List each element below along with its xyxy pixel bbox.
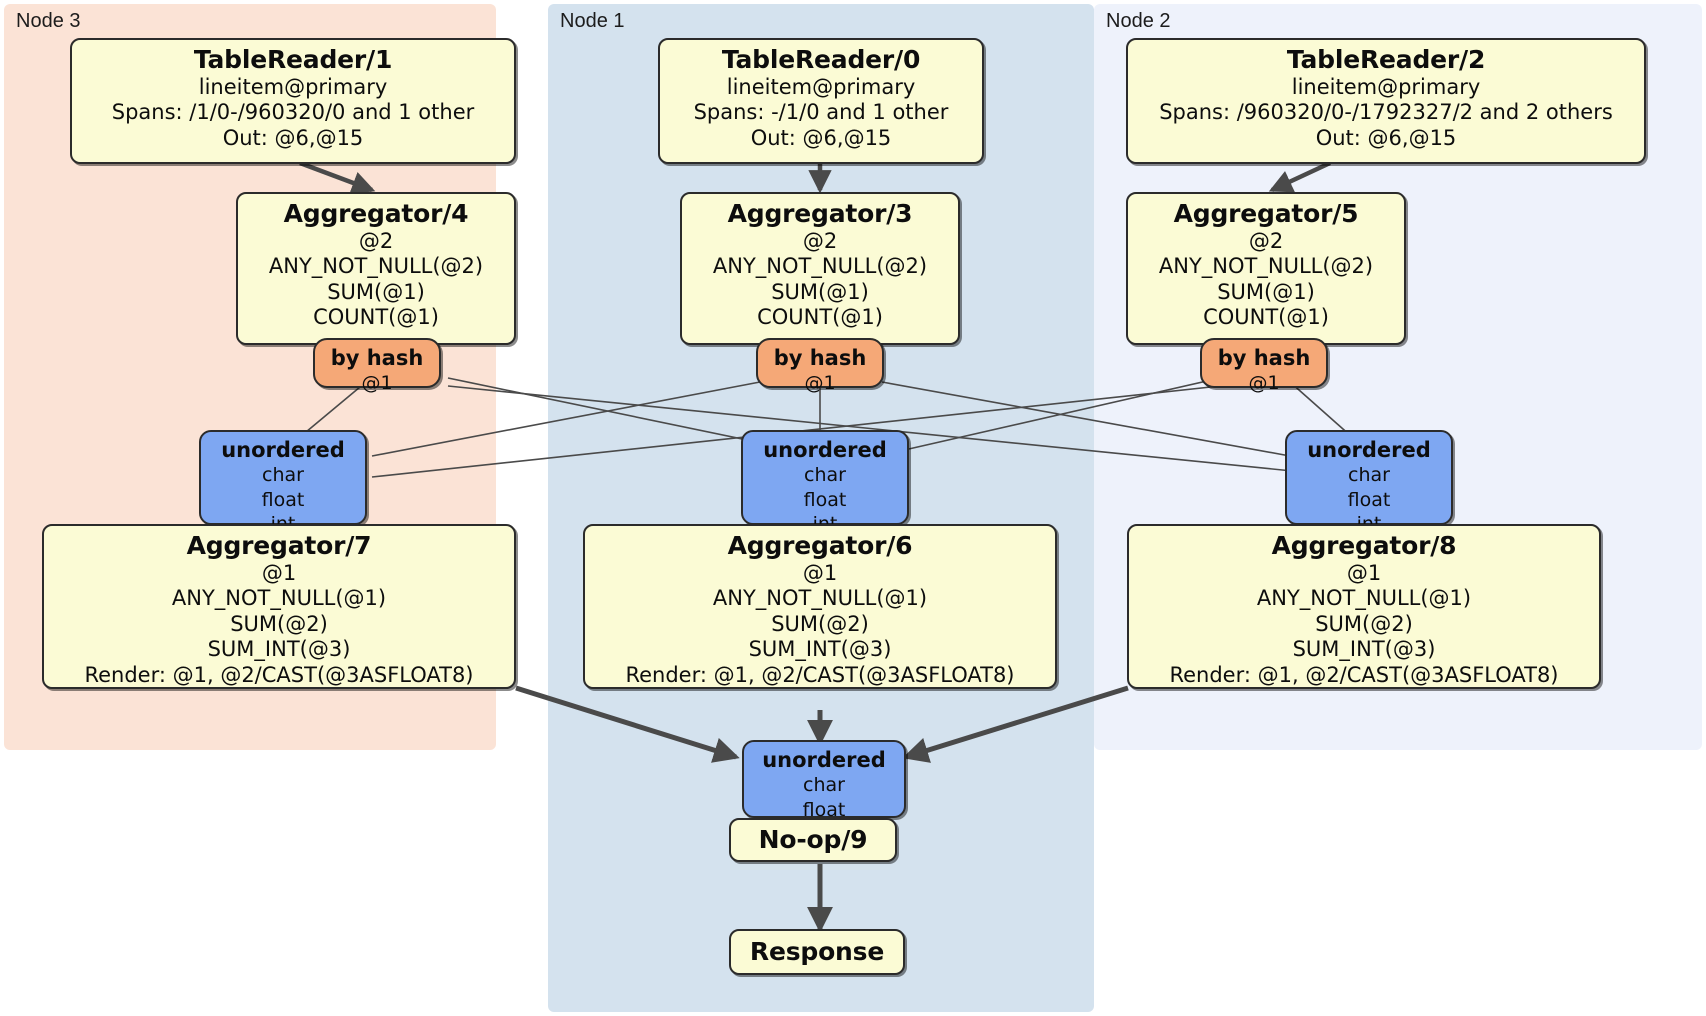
processor-line: ANY_NOT_NULL(@1)	[712, 586, 928, 611]
processor-aggregator-3[interactable]: Aggregator/3 @2 ANY_NOT_NULL(@2) SUM(@1)…	[680, 192, 960, 345]
router-line: float	[1347, 488, 1391, 511]
processor-line: Out: @6,@15	[222, 125, 364, 150]
processor-line: lineitem@primary	[198, 74, 388, 99]
processor-title: Aggregator/7	[186, 531, 372, 560]
router-title: by hash	[1217, 346, 1311, 370]
processor-aggregator-8[interactable]: Aggregator/8 @1 ANY_NOT_NULL(@1) SUM(@2)…	[1127, 524, 1601, 689]
router-line: float	[802, 798, 846, 821]
router-title: unordered	[1307, 438, 1431, 462]
router-line: @1	[1248, 372, 1280, 395]
processor-line: lineitem@primary	[1291, 74, 1481, 99]
processor-line: Spans: -/1/0 and 1 other	[693, 100, 949, 125]
router-title: unordered	[221, 438, 345, 462]
processor-line: Render: @1, @2/CAST(@3ASFLOAT8)	[84, 662, 474, 687]
processor-aggregator-4[interactable]: Aggregator/4 @2 ANY_NOT_NULL(@2) SUM(@1)…	[236, 192, 516, 345]
processor-line: SUM_INT(@3)	[748, 637, 892, 662]
processor-aggregator-6[interactable]: Aggregator/6 @1 ANY_NOT_NULL(@1) SUM(@2)…	[583, 524, 1057, 689]
processor-line: lineitem@primary	[726, 74, 916, 99]
router-line: @1	[361, 372, 393, 395]
router-line: @1	[804, 372, 836, 395]
processor-title: Aggregator/3	[727, 199, 913, 228]
processor-line: @2	[1248, 228, 1284, 253]
router-unordered-aggregator-7[interactable]: unordered char float int	[199, 430, 367, 535]
processor-tablereader-2[interactable]: TableReader/2 lineitem@primary Spans: /9…	[1126, 38, 1646, 164]
processor-line: @1	[261, 560, 297, 585]
processor-title: Aggregator/8	[1271, 531, 1457, 560]
processor-line: Out: @6,@15	[1315, 125, 1457, 150]
router-line: char	[262, 464, 304, 487]
processor-noop-9[interactable]: No-op/9	[729, 818, 897, 862]
processor-line: SUM_INT(@3)	[207, 637, 351, 662]
router-unordered-aggregator-6[interactable]: unordered char float int	[741, 430, 909, 535]
router-title: unordered	[762, 748, 886, 772]
processor-line: @2	[358, 228, 394, 253]
processor-line: ANY_NOT_NULL(@2)	[268, 254, 484, 279]
processor-line: @1	[1346, 560, 1382, 585]
panel-node-3-label: Node 3	[16, 10, 81, 32]
processor-line: @2	[802, 228, 838, 253]
processor-line: COUNT(@1)	[313, 305, 439, 330]
processor-line: SUM_INT(@3)	[1292, 637, 1436, 662]
router-line: char	[804, 464, 846, 487]
processor-line: SUM(@1)	[771, 279, 869, 304]
processor-line: COUNT(@1)	[757, 305, 883, 330]
processor-aggregator-5[interactable]: Aggregator/5 @2 ANY_NOT_NULL(@2) SUM(@1)…	[1126, 192, 1406, 345]
processor-title: Aggregator/4	[283, 199, 469, 228]
processor-title: TableReader/0	[721, 45, 921, 74]
processor-line: Spans: /1/0-/960320/0 and 1 other	[111, 100, 475, 125]
processor-tablereader-0[interactable]: TableReader/0 lineitem@primary Spans: -/…	[658, 38, 984, 164]
processor-line: Render: @1, @2/CAST(@3ASFLOAT8)	[1169, 662, 1559, 687]
processor-line: ANY_NOT_NULL(@2)	[1158, 254, 1374, 279]
processor-title: TableReader/1	[193, 45, 393, 74]
router-unordered-final[interactable]: unordered char float	[742, 740, 906, 821]
router-line: float	[803, 488, 847, 511]
processor-aggregator-7[interactable]: Aggregator/7 @1 ANY_NOT_NULL(@1) SUM(@2)…	[42, 524, 516, 689]
processor-response[interactable]: Response	[729, 929, 905, 975]
router-by-hash-aggregator-4[interactable]: by hash @1	[313, 338, 441, 394]
processor-line: SUM(@1)	[1217, 279, 1315, 304]
router-line: char	[1348, 464, 1390, 487]
processor-line: COUNT(@1)	[1203, 305, 1329, 330]
router-line: char	[803, 774, 845, 797]
processor-line: @1	[802, 560, 838, 585]
processor-line: ANY_NOT_NULL(@1)	[171, 586, 387, 611]
processor-line: SUM(@2)	[230, 611, 328, 636]
router-title: unordered	[763, 438, 887, 462]
router-by-hash-aggregator-3[interactable]: by hash @1	[756, 338, 884, 394]
processor-line: SUM(@2)	[771, 611, 869, 636]
processor-title: Aggregator/5	[1173, 199, 1359, 228]
processor-title: Response	[749, 937, 885, 967]
panel-node-2-label: Node 2	[1106, 10, 1171, 32]
processor-tablereader-1[interactable]: TableReader/1 lineitem@primary Spans: /1…	[70, 38, 516, 164]
processor-line: SUM(@1)	[327, 279, 425, 304]
processor-line: ANY_NOT_NULL(@1)	[1256, 586, 1472, 611]
processor-line: Out: @6,@15	[750, 125, 892, 150]
processor-line: Render: @1, @2/CAST(@3ASFLOAT8)	[625, 662, 1015, 687]
router-title: by hash	[773, 346, 867, 370]
router-line: float	[261, 488, 305, 511]
panel-node-1-label: Node 1	[560, 10, 625, 32]
router-by-hash-aggregator-5[interactable]: by hash @1	[1200, 338, 1328, 394]
processor-title: Aggregator/6	[727, 531, 913, 560]
processor-line: Spans: /960320/0-/1792327/2 and 2 others	[1159, 100, 1613, 125]
router-title: by hash	[330, 346, 424, 370]
processor-line: ANY_NOT_NULL(@2)	[712, 254, 928, 279]
processor-title: TableReader/2	[1286, 45, 1486, 74]
processor-line: SUM(@2)	[1315, 611, 1413, 636]
processor-title: No-op/9	[758, 825, 868, 855]
router-unordered-aggregator-8[interactable]: unordered char float int	[1285, 430, 1453, 535]
